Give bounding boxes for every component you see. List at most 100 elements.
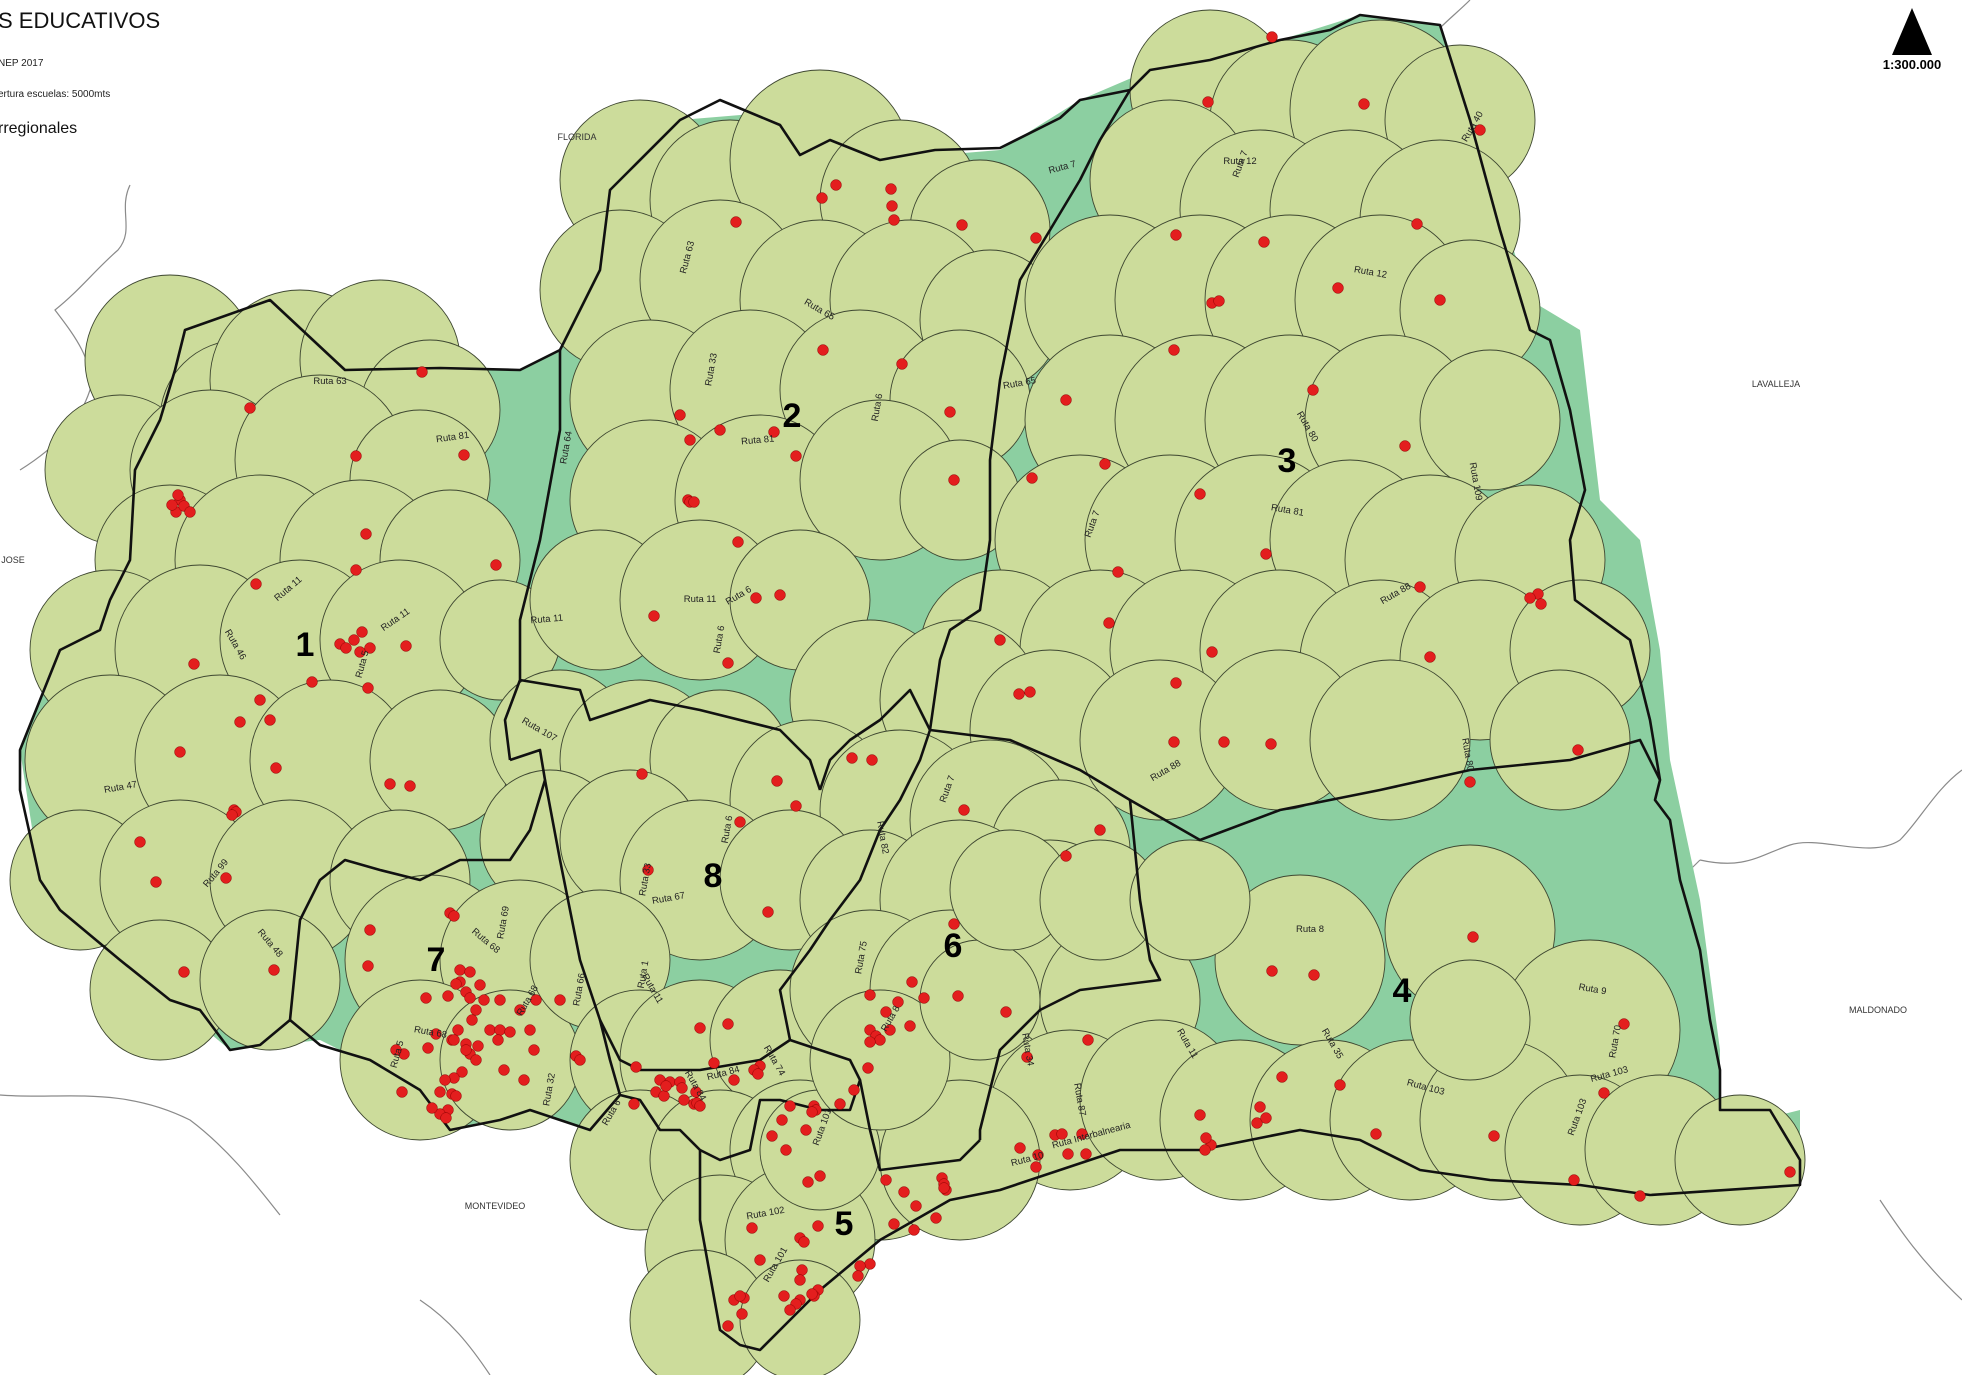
school-point: [730, 216, 742, 228]
school-point: [1332, 282, 1344, 294]
border-2-6: [818, 688, 932, 791]
school-point: [802, 1176, 814, 1188]
school-point: [948, 918, 960, 930]
school-point: [254, 694, 266, 706]
school-point: [1103, 617, 1115, 629]
school-point: [771, 775, 783, 787]
route-label: Ruta 6: [720, 815, 736, 844]
school-point: [864, 989, 876, 1001]
school-point: [854, 1260, 866, 1272]
school-point: [817, 344, 829, 356]
school-point: [734, 1290, 746, 1302]
school-point: [494, 1024, 506, 1036]
school-point: [1307, 384, 1319, 396]
school-point: [1254, 1101, 1266, 1113]
legend-coverage: ertura escuelas: 5000mts: [0, 89, 110, 100]
subregion-number: 2: [783, 397, 802, 435]
school-point: [430, 1028, 442, 1040]
school-point: [830, 179, 842, 191]
border-8-6: [778, 729, 932, 1041]
school-point: [1013, 688, 1025, 700]
school-point: [956, 219, 968, 231]
coverage-circle: [1489, 669, 1631, 811]
school-point: [492, 1034, 504, 1046]
school-point: [528, 1044, 540, 1056]
school-point: [1260, 548, 1272, 560]
school-point: [800, 1124, 812, 1136]
school-point: [906, 976, 918, 988]
school-point: [472, 1040, 484, 1052]
school-point: [1202, 96, 1214, 108]
school-point: [722, 1320, 734, 1332]
school-point: [1030, 1161, 1042, 1173]
school-point: [396, 1086, 408, 1098]
school-point: [708, 1057, 720, 1069]
school-point: [880, 1006, 892, 1018]
school-point: [636, 768, 648, 780]
school-point: [1014, 1142, 1026, 1154]
route-label: Ruta 11: [684, 594, 717, 605]
border-5-6: [858, 1079, 981, 1172]
subregion-number: 7: [427, 941, 446, 979]
school-point: [1260, 1112, 1272, 1124]
school-point: [178, 966, 190, 978]
route-label: Ruta 6: [712, 625, 728, 654]
school-point: [1170, 677, 1182, 689]
school-point: [812, 1220, 824, 1232]
school-point: [994, 634, 1006, 646]
school-point: [684, 434, 696, 446]
school-point: [750, 592, 762, 604]
school-point: [642, 864, 654, 876]
school-point: [1076, 1128, 1088, 1140]
school-point: [464, 966, 476, 978]
school-points: [134, 31, 1796, 1332]
school-point: [340, 642, 352, 654]
school-point: [952, 990, 964, 1002]
school-point: [722, 657, 734, 669]
school-point: [694, 1022, 706, 1034]
school-point: [1434, 294, 1446, 306]
coverage-circle: [1419, 349, 1561, 491]
school-point: [1206, 646, 1218, 658]
school-point: [1634, 1190, 1646, 1202]
school-point: [270, 762, 282, 774]
school-point: [440, 1112, 452, 1124]
school-point: [400, 640, 412, 652]
school-point: [174, 746, 186, 758]
legend-subtitle: rregionales: [0, 120, 77, 137]
coverage-circle: [1674, 1094, 1806, 1226]
border-2-8: [519, 678, 822, 791]
school-point: [490, 559, 502, 571]
school-point: [904, 1020, 916, 1032]
school-point: [790, 450, 802, 462]
school-point: [452, 1024, 464, 1036]
school-point: [470, 1004, 482, 1016]
border-1-2: [503, 350, 562, 761]
school-point: [348, 634, 360, 646]
school-point: [450, 978, 462, 990]
coverage-circle: [1309, 659, 1471, 821]
route-label: Ruta 12: [1223, 156, 1256, 167]
school-point: [464, 992, 476, 1004]
school-point: [384, 778, 396, 790]
school-point: [1572, 744, 1584, 756]
school-point: [1080, 1148, 1092, 1160]
school-point: [1467, 931, 1479, 943]
school-point: [1784, 1166, 1796, 1178]
route-label: Ruta 63: [313, 376, 346, 387]
school-point: [554, 994, 566, 1006]
school-point: [1168, 736, 1180, 748]
school-point: [1358, 98, 1370, 110]
school-point: [460, 1044, 472, 1056]
school-point: [439, 1074, 451, 1086]
school-point: [674, 409, 686, 421]
school-point: [574, 1054, 586, 1066]
border-7-8: [598, 1019, 622, 1096]
school-point: [268, 964, 280, 976]
coverage-circle: [1129, 839, 1251, 961]
school-point: [458, 449, 470, 461]
school-point: [450, 1090, 462, 1102]
border-8-7: [543, 779, 791, 1072]
school-point: [732, 536, 744, 548]
school-point: [484, 1024, 496, 1036]
